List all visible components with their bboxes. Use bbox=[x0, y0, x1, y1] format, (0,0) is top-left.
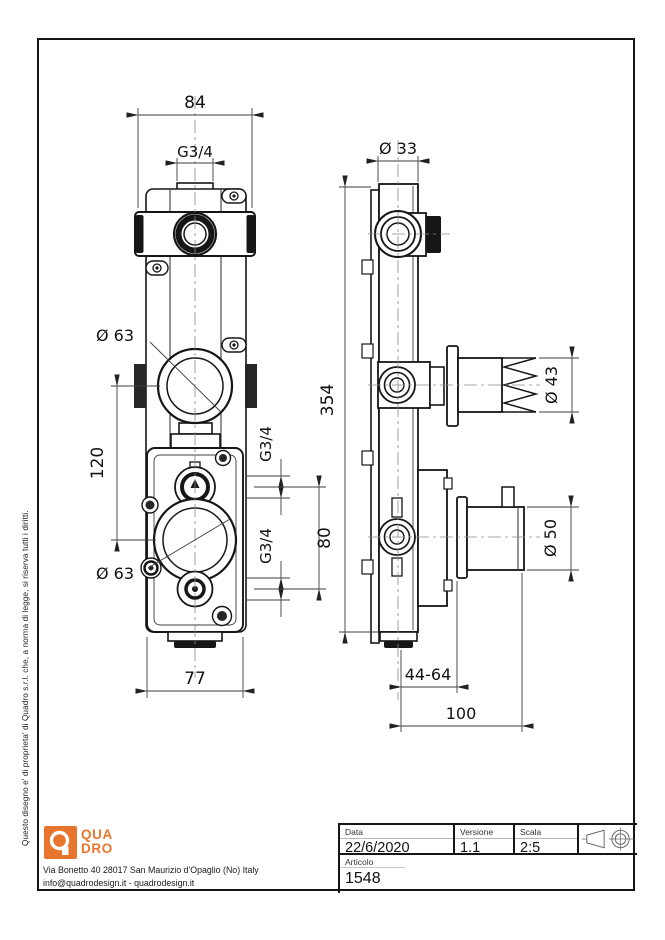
dim-dia-volume-knob: Ø 50 bbox=[541, 519, 560, 557]
cell-projection-symbol bbox=[579, 825, 637, 853]
front-view: 84 G3/4 Ø 63 120 Ø 63 bbox=[88, 93, 335, 698]
side-view-dimensions: Ø 33 354 Ø 43 Ø 50 bbox=[318, 139, 579, 732]
dim-outlet-lower-thread: G3/4 bbox=[257, 528, 275, 564]
dim-center-spacing: 120 bbox=[88, 447, 108, 479]
title-block-row1: Data 22/6/2020 Versione 1.1 Scala 2:5 bbox=[340, 825, 637, 856]
cell-data: Data 22/6/2020 bbox=[340, 825, 455, 856]
cell-scala: Scala 2:5 bbox=[515, 825, 579, 856]
sheet-border bbox=[37, 38, 635, 891]
articolo-label: Articolo bbox=[340, 855, 405, 868]
front-view-outline bbox=[134, 182, 257, 648]
dim-thread-top: G3/4 bbox=[177, 143, 213, 161]
logo-line2: DRO bbox=[81, 841, 113, 856]
side-view-outline bbox=[361, 183, 539, 648]
front-view-dimensions: 84 G3/4 Ø 63 120 Ø 63 bbox=[88, 93, 335, 698]
side-view: Ø 33 354 Ø 43 Ø 50 bbox=[318, 139, 579, 732]
first-angle-projection-icon bbox=[581, 827, 635, 851]
title-block-table: Data 22/6/2020 Versione 1.1 Scala 2:5 bbox=[338, 823, 637, 893]
dim-dia-upper: Ø 63 bbox=[96, 326, 134, 345]
dim-depth-adjust: 44-64 bbox=[405, 665, 452, 684]
cell-versione: Versione 1.1 bbox=[455, 825, 515, 856]
data-value: 22/6/2020 bbox=[345, 840, 410, 856]
quadro-logotype: QUA DRO bbox=[81, 828, 113, 856]
address-line2: info@quadrodesign.it - quadrodesign.it bbox=[43, 877, 195, 888]
dim-outlet-upper-thread: G3/4 bbox=[257, 426, 275, 462]
dim-depth-total: 100 bbox=[446, 704, 477, 723]
scala-value: 2:5 bbox=[520, 840, 541, 856]
dim-width-bottom: 77 bbox=[184, 669, 206, 689]
scala-label: Scala bbox=[515, 825, 577, 839]
logo-line1: QUA bbox=[81, 827, 113, 842]
technical-drawing: 84 G3/4 Ø 63 120 Ø 63 bbox=[88, 93, 579, 732]
versione-label: Versione bbox=[455, 825, 513, 839]
title-block-row2: Articolo 1548 bbox=[340, 855, 637, 893]
side-centerlines bbox=[368, 140, 540, 700]
data-label: Data bbox=[340, 825, 453, 839]
quadro-logo-icon bbox=[44, 826, 77, 859]
dim-height: 354 bbox=[318, 384, 338, 416]
copyright-vertical-text: Questo disegno e' di proprieta' di Quadr… bbox=[21, 510, 30, 846]
articolo-value: 1548 bbox=[345, 870, 381, 887]
dim-outlet-spacing: 80 bbox=[315, 527, 335, 549]
address-line1: Via Bonetto 40 28017 San Maurizio d'Opag… bbox=[43, 865, 259, 875]
dim-width-top: 84 bbox=[184, 93, 206, 113]
dim-dia-top: Ø 33 bbox=[379, 139, 417, 158]
dim-dia-thermo-knob: Ø 43 bbox=[542, 366, 561, 404]
company-address: Via Bonetto 40 28017 San Maurizio d'Opag… bbox=[43, 864, 259, 889]
dim-dia-lower: Ø 63 bbox=[96, 564, 134, 583]
versione-value: 1.1 bbox=[460, 840, 481, 856]
